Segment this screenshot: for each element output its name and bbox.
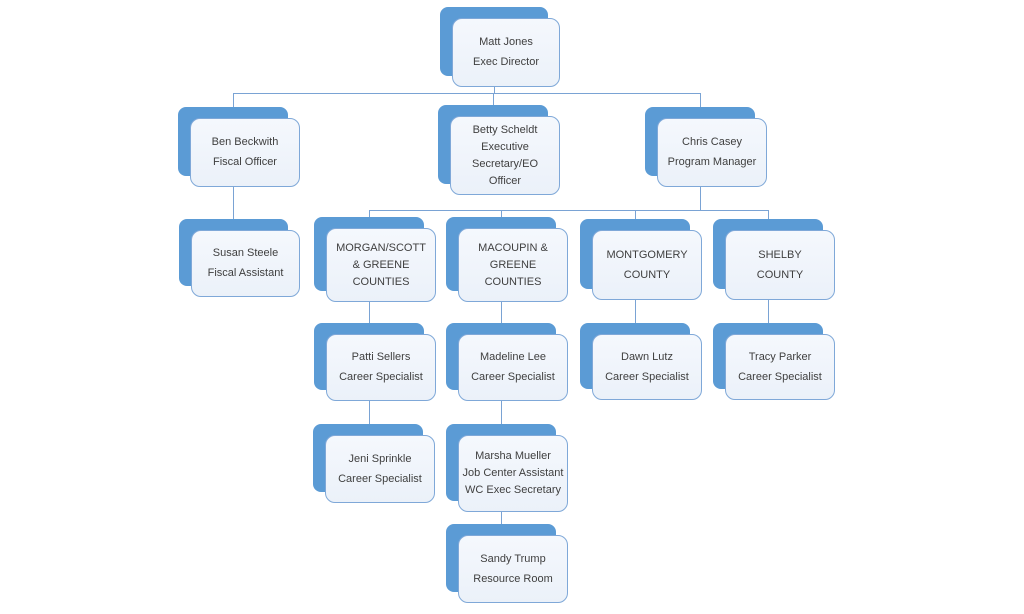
node-text-line: SHELBY (758, 248, 802, 261)
connector-line (501, 401, 502, 424)
connector-line (494, 87, 495, 93)
node-text-line: Resource Room (473, 572, 553, 585)
node-text-line: Secretary/EO (471, 157, 539, 170)
node-text-line: COUNTIES (352, 275, 410, 288)
connector-line (700, 187, 701, 210)
connector-line (700, 93, 701, 107)
connector-bus (369, 210, 768, 211)
org-node-montgomery[interactable]: MONTGOMERY COUNTY (580, 219, 702, 300)
connector-line (369, 302, 370, 323)
node-text-line: Fiscal Officer (213, 156, 277, 168)
connector-bus (233, 93, 700, 94)
node-text-line: Marsha Mueller (475, 450, 551, 462)
node-text-line: COUNTY (756, 268, 804, 281)
node-text-line: Career Specialist (471, 371, 555, 383)
node-text-line: Job Center Assistant (462, 467, 564, 479)
node-text-line: Matt Jones (479, 36, 533, 48)
node-text-line: MACOUPIN & (478, 241, 548, 254)
org-node-morgan[interactable]: MORGAN/SCOTT & GREENE COUNTIES (314, 217, 436, 302)
node-text-line: Ben Beckwith (211, 136, 279, 148)
connector-line (501, 210, 502, 217)
node-text-line: GREENE (489, 258, 537, 271)
node-text-line: Chris Casey (682, 136, 742, 148)
org-node-macoupin[interactable]: MACOUPIN & GREENE COUNTIES (446, 217, 568, 302)
node-text-line: Career Specialist (738, 370, 822, 383)
node-text-line: Career Specialist (605, 370, 689, 383)
connector-line (768, 210, 769, 219)
node-text-line: Tracy Parker (748, 350, 812, 363)
node-text-line: Dawn Lutz (621, 350, 673, 363)
node-text-line: COUNTIES (484, 275, 542, 288)
connector-line (635, 300, 636, 323)
node-text-line: Exec Director (472, 56, 540, 68)
node-text-line: MORGAN/SCOTT (336, 241, 426, 254)
connector-line (635, 210, 636, 219)
node-text-line: Jeni Sprinkle (348, 452, 412, 465)
node-text-line: COUNTY (623, 268, 671, 281)
connector-line (768, 300, 769, 323)
node-text-line: MONTGOMERY (606, 248, 688, 261)
node-box: MONTGOMERY COUNTY (592, 230, 702, 300)
node-text-line: Officer (488, 174, 522, 187)
node-text-line: WC Exec Secretary (465, 484, 561, 496)
node-text-line: Career Specialist (338, 472, 422, 485)
connector-line (233, 187, 234, 219)
connector-line (369, 401, 370, 424)
node-text-line: Program Manager (667, 156, 757, 168)
connector-line (501, 512, 502, 524)
connector-line (501, 302, 502, 323)
node-text-line: Executive (481, 140, 529, 153)
node-box: MACOUPIN & GREENE COUNTIES (458, 228, 568, 302)
org-node-shelby[interactable]: SHELBY COUNTY (713, 219, 835, 300)
node-text-line: Betty Scheldt (472, 123, 538, 136)
node-box: MORGAN/SCOTT & GREENE COUNTIES (326, 228, 436, 302)
connector-line (493, 93, 494, 105)
connector-line (369, 210, 370, 217)
node-text-line: Fiscal Assistant (207, 267, 284, 279)
node-text-line: Susan Steele (212, 247, 279, 259)
node-text-line: Career Specialist (339, 371, 423, 383)
node-text-line: Sandy Trump (480, 552, 546, 565)
node-text-line: Madeline Lee (479, 351, 547, 363)
connector-line (233, 93, 234, 107)
node-text-line: & GREENE (352, 258, 410, 271)
node-text-line: Patti Sellers (351, 351, 411, 363)
node-box: SHELBY COUNTY (725, 230, 835, 300)
